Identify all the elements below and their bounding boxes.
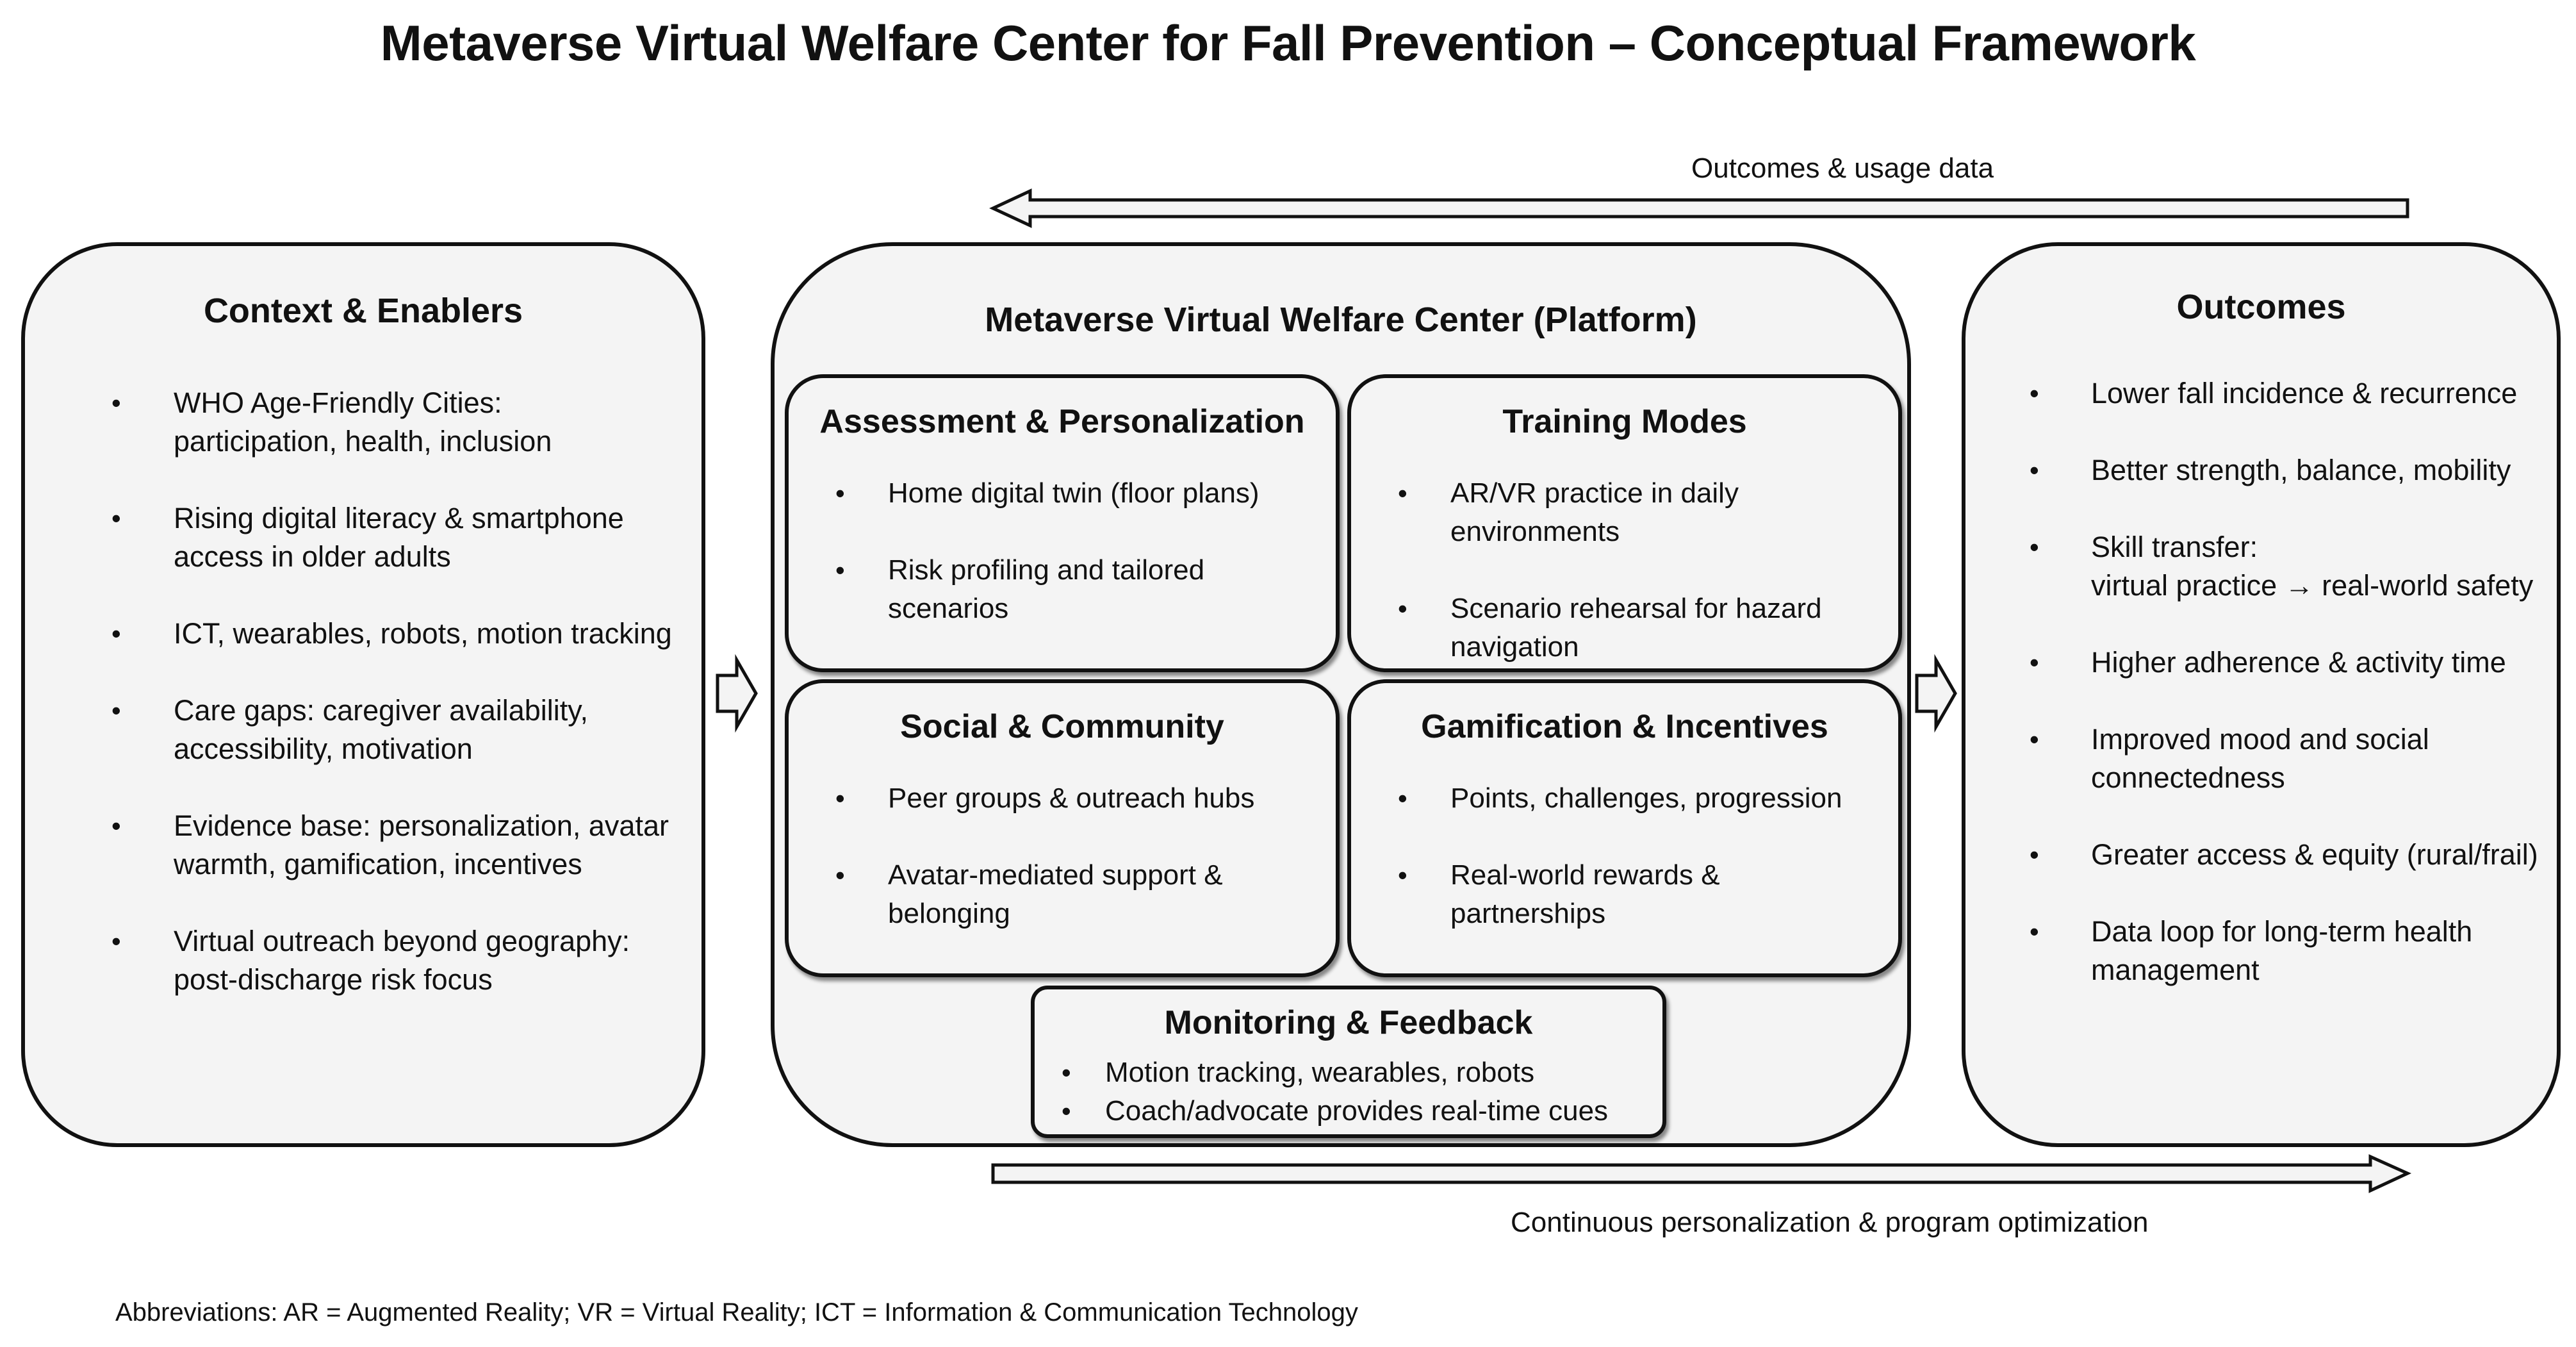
social-community-list: Peer groups & outreach hubsAvatar-mediat…	[817, 779, 1317, 971]
platform-to-outcomes-arrow	[1915, 654, 1957, 733]
list-item-text: scenarios	[888, 593, 1009, 624]
platform-title: Metaverse Virtual Welfare Center (Platfo…	[985, 301, 1697, 339]
feedback-arrow	[989, 188, 2409, 228]
list-item-text: Rising digital literacy & smartphone	[174, 502, 624, 534]
list-item-text: Lower fall incidence & recurrence	[2091, 377, 2518, 409]
list-item-text: management	[2091, 954, 2260, 986]
list-item: Skill transfer: virtual practice → real-w…	[1996, 528, 2566, 605]
list-item-text: navigation	[1450, 631, 1579, 663]
list-item-text: Better strength, balance, mobility	[2091, 454, 2511, 486]
list-item-text: partnerships	[1450, 898, 1606, 929]
list-item-text: Scenario rehearsal for hazard	[1450, 593, 1822, 624]
list-item-text: Coach/advocate provides real-time cues	[1105, 1095, 1609, 1127]
list-item: Scenario rehearsal for hazard navigation	[1380, 590, 1880, 666]
list-item-text: virtual practice → real-world safety	[2091, 569, 2534, 602]
list-item: Motion tracking, wearables, robots	[1047, 1054, 1675, 1092]
list-item-text: belonging	[888, 898, 1010, 929]
context-to-platform-arrow	[716, 654, 758, 733]
monitoring-feedback-list: Motion tracking, wearables, robotsCoach/…	[1047, 1054, 1675, 1130]
list-item: ICT, wearables, robots, motion tracking	[89, 615, 685, 653]
list-item-text: Home digital twin (floor plans)	[888, 477, 1259, 509]
forward-arrow-label: Continuous personalization & program opt…	[1511, 1207, 2149, 1238]
context-enablers-list: WHO Age-Friendly Cities: participation, h…	[89, 384, 685, 1037]
assessment-personalization-title: Assessment & Personalization	[819, 403, 1305, 440]
outcomes-panel: Outcomes Lower fall incidence & recurren…	[1962, 242, 2561, 1147]
list-item-text: post-discharge risk focus	[174, 963, 493, 996]
list-item-text: Skill transfer:	[2091, 531, 2258, 563]
list-item-text: participation, health, inclusion	[174, 425, 552, 458]
training-modes-title: Training Modes	[1502, 403, 1747, 440]
list-item-text: Points, challenges, progression	[1450, 782, 1842, 814]
forward-arrow	[991, 1154, 2412, 1193]
gamification-incentives-title: Gamification & Incentives	[1421, 708, 1828, 745]
list-item-text: ICT, wearables, robots, motion tracking	[174, 617, 672, 650]
diagram-title: Metaverse Virtual Welfare Center for Fal…	[380, 15, 2196, 71]
list-item: Better strength, balance, mobility	[1996, 451, 2566, 490]
social-community-box: Social & Community Peer groups & outreac…	[785, 679, 1340, 977]
context-enablers-title: Context & Enablers	[203, 292, 523, 330]
list-item: Improved mood and social connectedness	[1996, 720, 2566, 797]
list-item-text: Data loop for long-term health	[2091, 915, 2473, 948]
monitoring-feedback-box: Monitoring & Feedback Motion tracking, w…	[1031, 986, 1666, 1138]
list-item-text: warmth, gamification, incentives	[174, 848, 582, 880]
list-item: Home digital twin (floor plans)	[817, 474, 1317, 513]
list-item-text: Evidence base: personalization, avatar	[174, 809, 669, 842]
list-item-text: Risk profiling and tailored	[888, 554, 1205, 586]
list-item-text: Virtual outreach beyond geography:	[174, 925, 630, 957]
list-item: Real-world rewards & partnerships	[1380, 856, 1880, 933]
list-item: Care gaps: caregiver availability, access…	[89, 691, 685, 768]
list-item: Rising digital literacy & smartphone acce…	[89, 499, 685, 576]
outcomes-title: Outcomes	[2176, 288, 2346, 326]
list-item: Lower fall incidence & recurrence	[1996, 374, 2566, 413]
outcomes-list: Lower fall incidence & recurrenceBetter …	[1996, 374, 2566, 1028]
list-item: Coach/advocate provides real-time cues	[1047, 1092, 1675, 1130]
list-item: AR/VR practice in daily environments	[1380, 474, 1880, 551]
list-item-text: Higher adherence & activity time	[2091, 646, 2506, 679]
gamification-incentives-box: Gamification & Incentives Points, challe…	[1347, 679, 1902, 977]
list-item-text: WHO Age-Friendly Cities:	[174, 386, 502, 419]
list-item: Risk profiling and tailored scenarios	[817, 551, 1317, 628]
list-item-text: Avatar-mediated support &	[888, 859, 1223, 891]
list-item-text: Motion tracking, wearables, robots	[1105, 1057, 1535, 1088]
assessment-personalization-box: Assessment & Personalization Home digita…	[785, 374, 1340, 672]
list-item: Greater access & equity (rural/frail)	[1996, 836, 2566, 874]
list-item-text: Improved mood and social	[2091, 723, 2429, 756]
list-item-text: connectedness	[2091, 761, 2285, 794]
list-item: Data loop for long-term health management	[1996, 913, 2566, 989]
list-item-text: Greater access & equity (rural/frail)	[2091, 838, 2538, 871]
list-item-text: AR/VR practice in daily	[1450, 477, 1739, 509]
gamification-incentives-list: Points, challenges, progressionReal-worl…	[1380, 779, 1880, 971]
context-enablers-panel: Context & Enablers WHO Age-Friendly Citi…	[21, 242, 705, 1147]
list-item-text: access in older adults	[174, 540, 451, 573]
social-community-title: Social & Community	[900, 708, 1224, 745]
monitoring-feedback-title: Monitoring & Feedback	[1164, 1004, 1533, 1041]
list-item-text: accessibility, motivation	[174, 732, 473, 765]
training-modes-box: Training Modes AR/VR practice in daily en…	[1347, 374, 1902, 672]
list-item: Points, challenges, progression	[1380, 779, 1880, 818]
platform-panel: Metaverse Virtual Welfare Center (Platfo…	[771, 242, 1911, 1147]
list-item: Evidence base: personalization, avatar wa…	[89, 807, 685, 884]
assessment-personalization-list: Home digital twin (floor plans) Risk prof…	[817, 474, 1317, 666]
list-item-text: environments	[1450, 516, 1620, 547]
feedback-arrow-label: Outcomes & usage data	[1691, 153, 1994, 184]
list-item: WHO Age-Friendly Cities: participation, h…	[89, 384, 685, 461]
training-modes-list: AR/VR practice in daily environmentsScena…	[1380, 474, 1880, 705]
list-item: Virtual outreach beyond geography: post-d…	[89, 922, 685, 999]
list-item: Avatar-mediated support & belonging	[817, 856, 1317, 933]
list-item-text: Peer groups & outreach hubs	[888, 782, 1255, 814]
abbreviations-note: Abbreviations: AR = Augmented Reality; V…	[115, 1298, 1358, 1326]
list-item: Higher adherence & activity time	[1996, 643, 2566, 682]
list-item-text: Real-world rewards &	[1450, 859, 1720, 891]
list-item-text: Care gaps: caregiver availability,	[174, 694, 588, 727]
list-item: Peer groups & outreach hubs	[817, 779, 1317, 818]
